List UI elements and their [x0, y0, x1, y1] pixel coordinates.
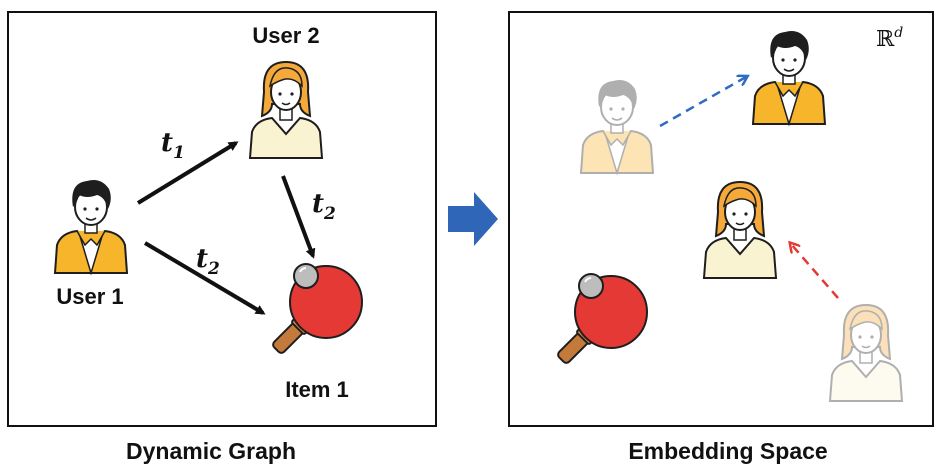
- user-1-movement-arrow: [659, 77, 746, 128]
- edge-label-t2-bottom: t2: [196, 244, 220, 279]
- transition-arrow-icon: [448, 192, 498, 246]
- dynamic-graph-panel: [7, 11, 437, 427]
- item-1-label: Item 1: [285, 377, 349, 402]
- edge-user1-to-user2: [136, 141, 239, 205]
- edge-user1-to-item1: [143, 241, 266, 315]
- user-2-label: User 2: [252, 23, 319, 48]
- user-2-movement-arrow: [791, 244, 839, 299]
- edge-label-t1: t1: [161, 128, 185, 163]
- embedding-space-symbol: ℝd: [876, 25, 903, 52]
- edge-label-t2-right: t2: [312, 189, 336, 224]
- dynamic-graph-caption: Dynamic Graph: [126, 438, 296, 464]
- user-1-label: User 1: [56, 284, 123, 309]
- edge-user2-to-item1: [281, 175, 316, 259]
- embedding-space-caption: Embedding Space: [628, 438, 827, 464]
